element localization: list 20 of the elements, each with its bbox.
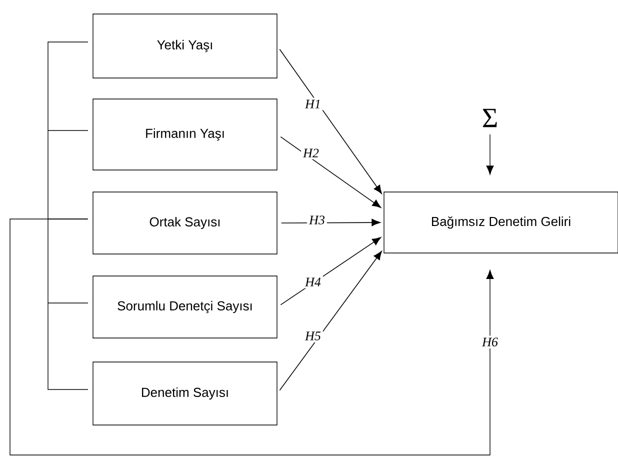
arrow: [280, 237, 382, 306]
edge-label: H6: [480, 336, 500, 348]
arrow: [279, 250, 382, 391]
arrow: [10, 218, 494, 456]
arrow: [279, 48, 382, 194]
arrow: [280, 136, 382, 208]
edge-label: H1: [303, 98, 323, 110]
sigma-symbol: Σ: [482, 108, 497, 128]
process-box: Yetki Yaşı: [92, 14, 278, 78]
process-box: Ortak Sayısı: [92, 192, 278, 254]
process-box: Sorumlu Denetçi Sayısı: [92, 276, 278, 338]
edge-label: H4: [303, 276, 323, 288]
edge-label: H2: [301, 146, 321, 160]
edge-label: H5: [303, 330, 323, 342]
process-box: Denetim Sayısı: [92, 362, 278, 426]
edge-label: H3: [307, 214, 327, 226]
arrow: [280, 218, 380, 226]
arrow: [486, 134, 494, 175]
process-box: Firmanın Yaşı: [92, 98, 278, 170]
process-box: Bağımsız Denetim Geliri: [384, 192, 618, 254]
